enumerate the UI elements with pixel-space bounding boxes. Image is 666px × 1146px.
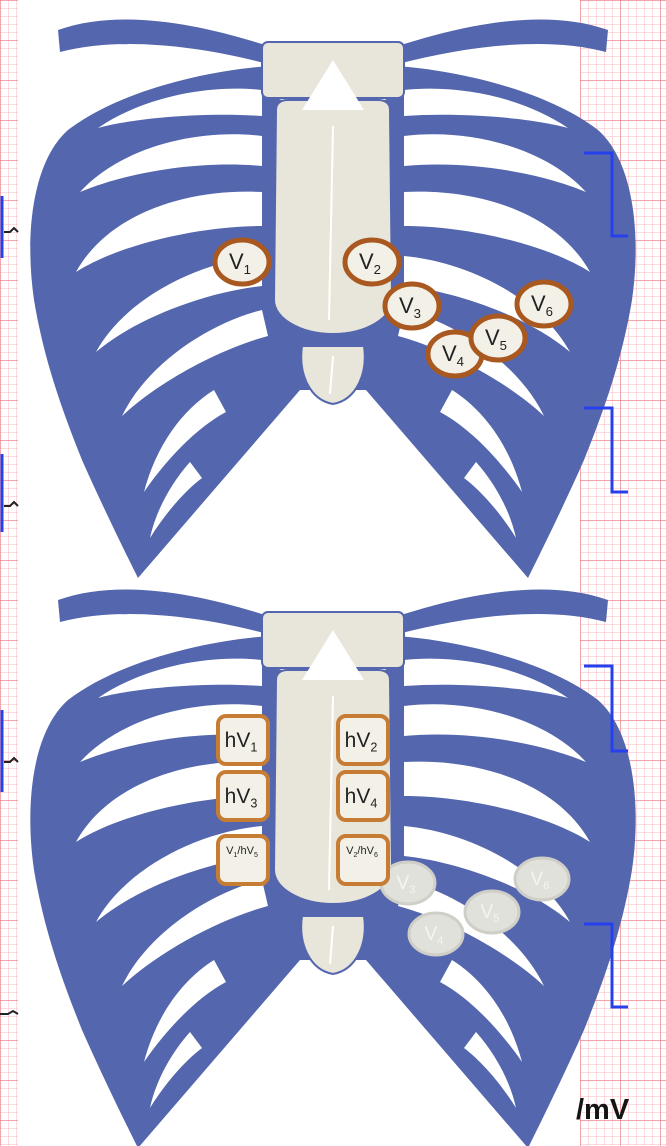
electrode-hv4: hV4 <box>338 772 388 820</box>
electrode-hv3: hV3 <box>218 772 268 820</box>
electrode-v5: V5 <box>471 316 525 360</box>
electrode-label: V2/hV6 <box>346 845 378 859</box>
electrode-label: V1/hV5 <box>226 845 258 859</box>
electrode-hv1: hV1 <box>218 716 268 764</box>
electrode-v1-hv5: V1/hV5 <box>218 836 268 884</box>
electrode-v2: V2 <box>345 240 399 284</box>
electrode-v2-hv6: V2/hV6 <box>338 836 388 884</box>
unit-label: /mV <box>576 1090 666 1130</box>
electrode-v6: V6 <box>517 282 571 326</box>
ghost-electrode-v6: V6 <box>515 858 569 900</box>
left-trace-lines <box>0 228 18 1014</box>
electrode-v3: V3 <box>385 284 439 328</box>
electrode-hv2: hV2 <box>338 716 388 764</box>
ghost-electrode-v4: V4 <box>409 913 463 955</box>
ghost-electrode-v5: V5 <box>465 891 519 933</box>
electrode-v1: V1 <box>215 240 269 284</box>
